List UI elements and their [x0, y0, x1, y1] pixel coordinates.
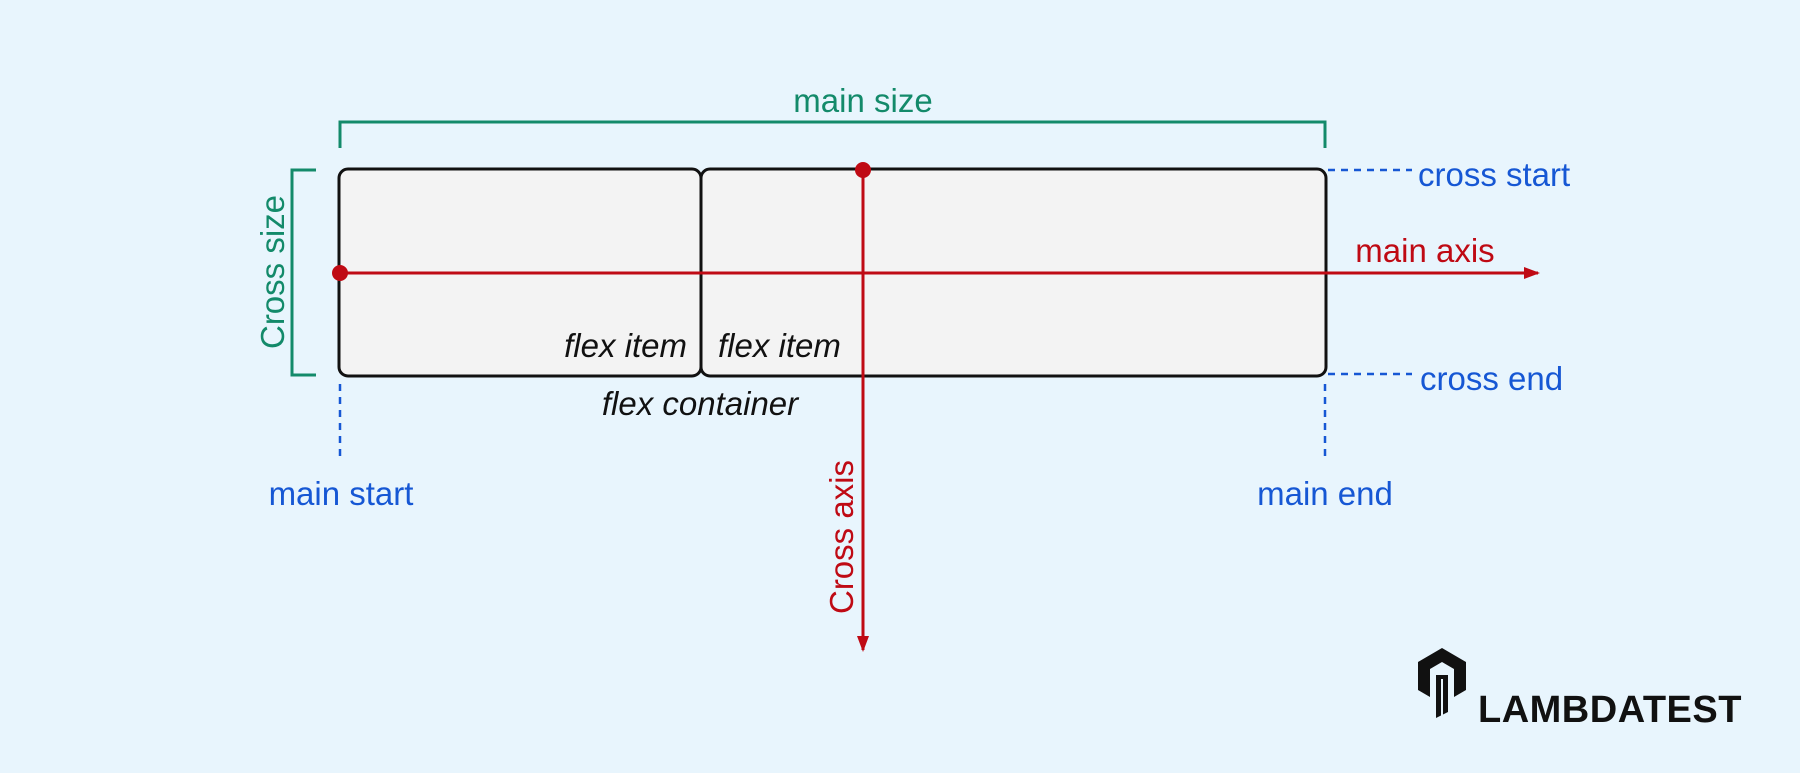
main-axis-origin-dot [332, 265, 348, 281]
flex-item-1-label: flex item [564, 327, 687, 364]
cross-size-label: Cross size [254, 195, 291, 349]
main-start-label: main start [269, 475, 414, 512]
lambdatest-logo-text: LAMBDATEST [1478, 689, 1742, 731]
cross-start-label: cross start [1418, 156, 1570, 193]
main-size-label: main size [793, 82, 932, 119]
main-size-bracket [338, 120, 1327, 148]
main-axis-label: main axis [1355, 232, 1494, 269]
cross-axis-origin-dot [855, 162, 871, 178]
lambdatest-logo-icon [1418, 648, 1466, 720]
flex-item-2-label: flex item [718, 327, 841, 364]
cross-end-label: cross end [1420, 360, 1563, 397]
lambdatest-logo: LAMBDATEST [1418, 648, 1742, 731]
flex-container-label: flex container [602, 385, 800, 422]
cross-size-bracket [290, 168, 316, 377]
main-end-label: main end [1257, 475, 1393, 512]
cross-axis-label: Cross axis [823, 460, 860, 614]
